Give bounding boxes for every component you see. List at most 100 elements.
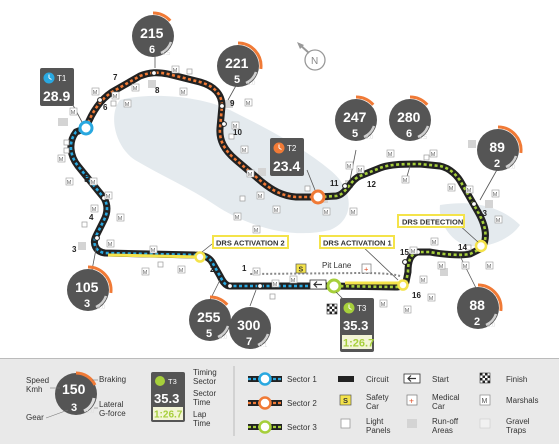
gauge-speed: 221 [225, 55, 249, 71]
svg-text:M: M [496, 218, 501, 224]
svg-text:M: M [242, 148, 247, 154]
drs-activation-1-point [397, 279, 409, 291]
gauge-g-force: 1.0 [247, 81, 256, 87]
svg-text:Light: Light [366, 417, 384, 426]
gauge-gear: 3 [84, 298, 90, 310]
north-arrow-icon: N [297, 42, 326, 71]
braking-arc [477, 283, 503, 312]
svg-text:M: M [291, 278, 296, 284]
svg-text:M: M [487, 264, 492, 270]
legend-finish: Finish [479, 372, 527, 384]
gauge-speed: 300 [237, 317, 261, 333]
speed-gauge: 221 5 1.0 [217, 41, 263, 87]
drs-detection-point [474, 239, 488, 253]
marshal-marker: M [447, 183, 456, 192]
legend-timing: T3 35.3 1:26.7 Timing Sector Sector Time… [151, 368, 217, 428]
corner-label-2: 2 [210, 265, 215, 274]
marshal-marker: M [252, 267, 261, 276]
svg-text:M: M [258, 194, 263, 200]
marshal-marker: M [345, 161, 354, 170]
svg-text:M: M [388, 152, 393, 158]
gauge-gear: 6 [406, 128, 412, 140]
braking-arc [209, 295, 229, 306]
marshal-marker: M [179, 87, 188, 96]
gauge-speed: 280 [397, 109, 421, 125]
svg-text:DRS ACTIVATION 1: DRS ACTIVATION 1 [323, 239, 392, 248]
marshal-marker: M [69, 107, 78, 116]
svg-text:M: M [246, 101, 251, 107]
svg-text:Lateral: Lateral [99, 400, 124, 409]
gauge-g-force: 1.5 [419, 135, 428, 141]
corner-label-16: 16 [412, 291, 421, 300]
marshal-marker: M [437, 261, 446, 270]
svg-text:Start: Start [432, 375, 450, 384]
svg-text:Gear: Gear [26, 413, 44, 422]
corner-dots [94, 70, 477, 289]
timing-point-t3-marker [326, 278, 342, 294]
svg-text:Sector 3: Sector 3 [287, 423, 317, 432]
medical-car-marker: + [361, 263, 372, 274]
svg-text:Finish: Finish [506, 375, 527, 384]
gauge-gear: 7 [246, 336, 252, 348]
marshal-marker: M [386, 149, 395, 158]
marshal-marker: M [401, 175, 410, 184]
corner-label-9: 9 [230, 99, 235, 108]
gauge-g-force: 2.0 [97, 305, 106, 311]
svg-text:35.3: 35.3 [154, 391, 179, 406]
marshal-marker: M [111, 91, 120, 100]
svg-text:M: M [233, 124, 238, 130]
svg-text:M: M [106, 194, 111, 200]
svg-text:Safety: Safety [366, 393, 389, 402]
svg-text:M: M [347, 164, 352, 170]
svg-text:M: M [173, 68, 178, 74]
marshal-marker: M [271, 279, 280, 288]
svg-text:M: M [463, 264, 468, 270]
marshal-marker: M [149, 245, 158, 254]
svg-text:M: M [421, 278, 426, 284]
marshal-marker: M [379, 299, 388, 308]
svg-text:Speed: Speed [26, 376, 49, 385]
finish-flag-icon [326, 303, 338, 315]
g-force-arc [95, 295, 108, 309]
svg-text:Lap: Lap [193, 410, 207, 419]
marshal-marker: M [90, 204, 99, 213]
svg-text:M: M [381, 302, 386, 308]
marshal-marker: M [171, 65, 180, 74]
svg-text:+: + [364, 265, 369, 274]
svg-text:M: M [93, 90, 98, 96]
svg-text:M: M [254, 228, 259, 234]
corner-label-14: 14 [458, 243, 467, 252]
svg-text:M: M [91, 180, 96, 186]
t1-time: 28.9 [43, 88, 70, 104]
legend-circuit: Circuit [338, 375, 389, 384]
marshal-marker: M [427, 293, 436, 302]
braking-arc [237, 41, 263, 70]
gauge-g-force: 1.5 [162, 51, 171, 57]
svg-text:M: M [273, 282, 278, 288]
marshal-marker: M [89, 177, 98, 186]
gauge-speed: 255 [197, 309, 221, 325]
gauge-g-force: 2.0 [219, 335, 228, 341]
safety-car-marker: S [295, 263, 307, 274]
svg-text:M: M [324, 210, 329, 216]
svg-text:M: M [351, 210, 356, 216]
marshal-marker: M [494, 215, 503, 224]
gauge-gear: 5 [234, 74, 240, 86]
svg-text:Car: Car [366, 402, 379, 411]
corner-label-12: 12 [367, 180, 376, 189]
svg-text:M: M [181, 90, 186, 96]
marshal-marker: M [233, 212, 242, 221]
marshal-marker: M [356, 165, 365, 174]
gauge-speed: 105 [75, 279, 99, 295]
gauge-g-force: 2.0 [507, 165, 516, 171]
svg-text:Sector: Sector [193, 377, 216, 386]
marshal-marker: M [419, 275, 428, 284]
marshal-marker: M [231, 121, 240, 130]
timing-badge-t2: T2 23.4 [270, 138, 304, 176]
t3-lap-time: 1:26.7 [343, 338, 374, 350]
svg-text:M: M [125, 102, 130, 108]
gauge-speed: 89 [489, 139, 505, 155]
